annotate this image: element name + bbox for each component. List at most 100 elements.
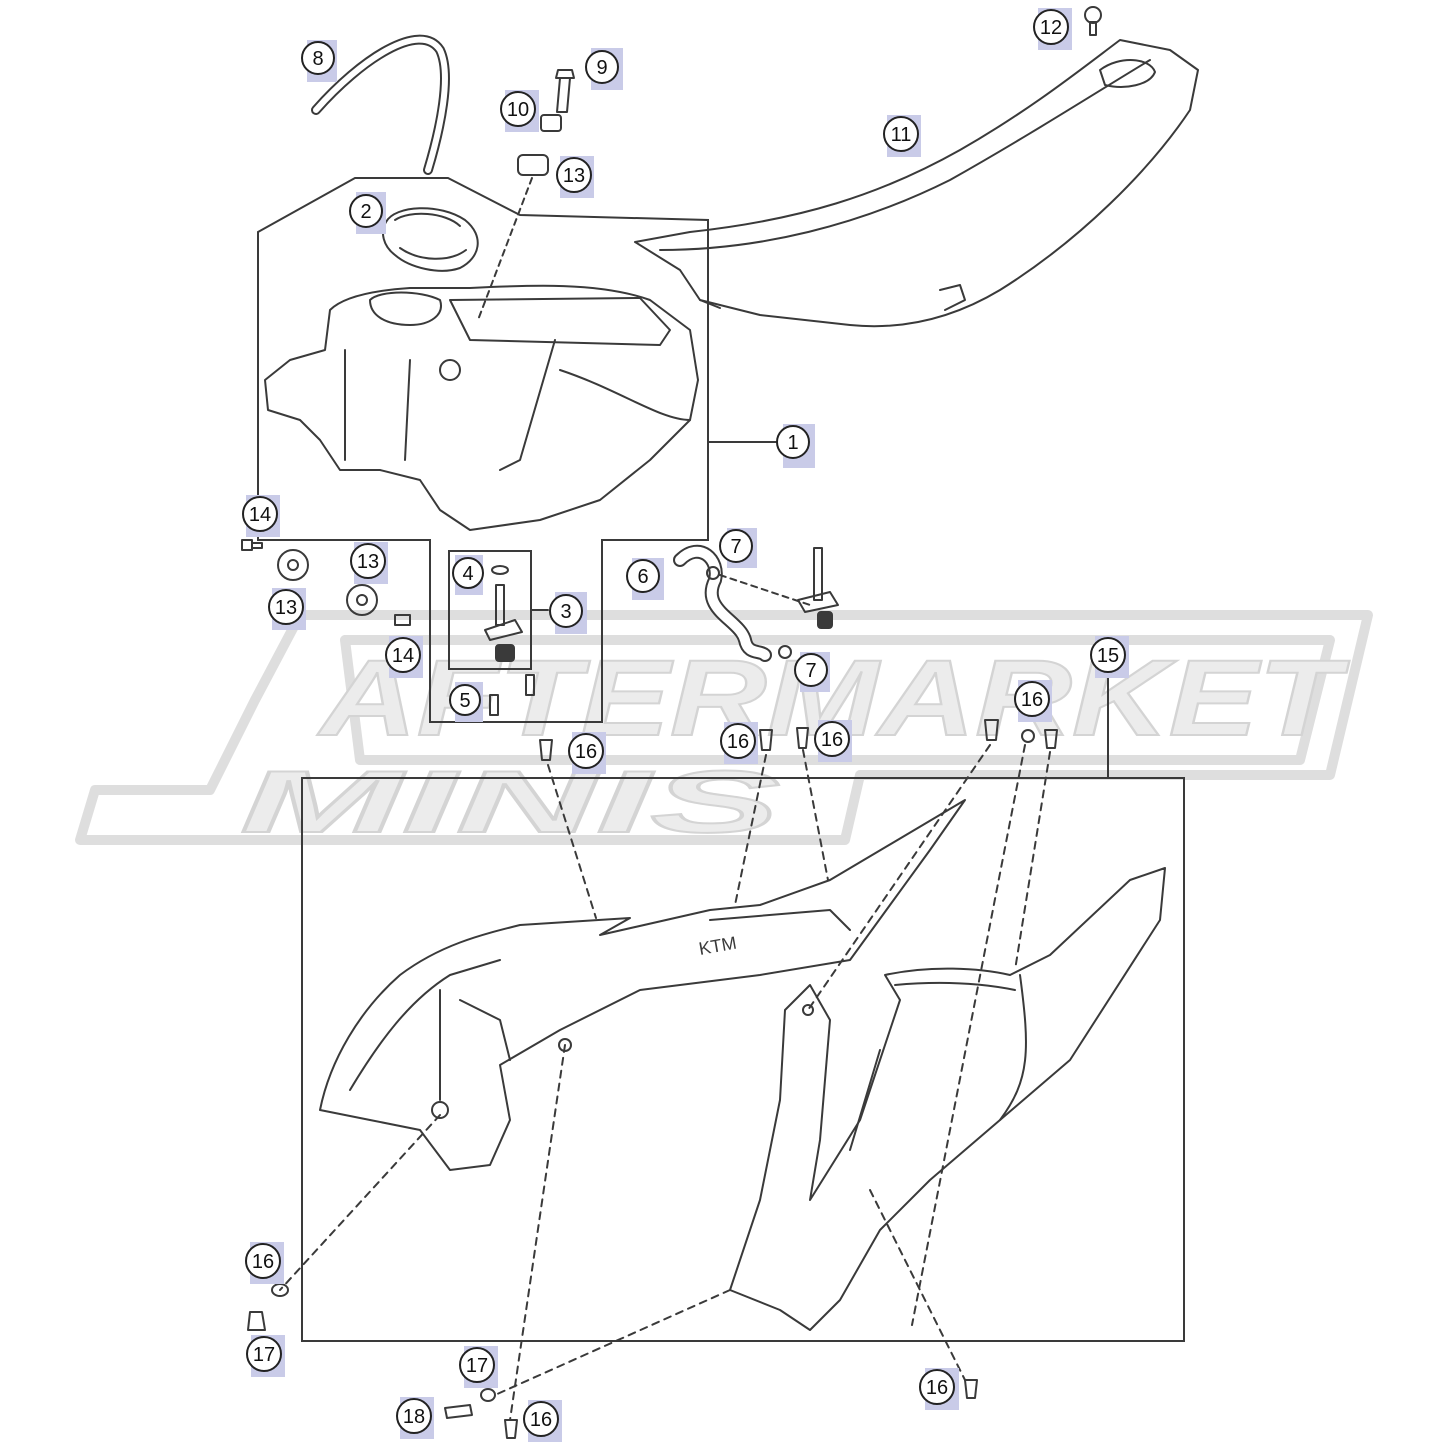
- svg-text:16: 16: [821, 729, 843, 751]
- svg-text:16: 16: [530, 1409, 552, 1431]
- fuel-tank: [264, 284, 699, 531]
- callout-5: 5: [449, 682, 483, 722]
- svg-text:14: 14: [392, 645, 414, 667]
- svg-text:1: 1: [787, 432, 798, 454]
- callout-13-top: 13: [556, 156, 594, 198]
- callout-3: 3: [549, 592, 587, 634]
- callout-10: 10: [500, 90, 539, 132]
- callout-14-left: 14: [242, 495, 280, 537]
- callout-16-c: 16: [814, 720, 852, 762]
- callout-markers: 1 2 3 4 5 6 7 7 8 9 10 11 12 13 13 13 14…: [242, 8, 1129, 1442]
- callout-16-b: 16: [720, 722, 758, 764]
- grommet-left-13b: [346, 584, 378, 616]
- svg-text:17: 17: [466, 1355, 488, 1377]
- callout-8: 8: [301, 40, 337, 82]
- svg-text:2: 2: [360, 201, 371, 223]
- svg-text:6: 6: [637, 566, 648, 588]
- washer-17-bottom: [480, 1388, 496, 1402]
- svg-text:11: 11: [891, 124, 912, 146]
- screw-left-14: [241, 539, 263, 551]
- fuel-hose: [673, 544, 772, 662]
- watermark-line2: MINIS: [240, 752, 780, 851]
- svg-text:7: 7: [805, 660, 816, 682]
- svg-text:7: 7: [730, 536, 741, 558]
- callout-15: 15: [1090, 636, 1129, 678]
- tap-screw-a: [489, 694, 499, 716]
- tap-screw-b: [525, 674, 535, 696]
- svg-text:9: 9: [596, 57, 607, 79]
- callout-1: 1: [776, 424, 815, 468]
- svg-text:12: 12: [1040, 17, 1062, 39]
- svg-text:13: 13: [357, 551, 379, 573]
- svg-text:KTM: KTM: [697, 933, 738, 959]
- spoiler-group-box: [301, 777, 1185, 1342]
- screw-16-c: [796, 727, 809, 749]
- hose-clamp-bottom: [778, 645, 792, 659]
- seat: [634, 39, 1199, 328]
- screw-16-b: [759, 729, 773, 751]
- callout-6: 6: [626, 558, 664, 600]
- watermark: [75, 610, 1373, 845]
- bushing: [540, 114, 562, 132]
- breather-hose: [311, 34, 450, 175]
- fuel-tap: [484, 584, 523, 662]
- svg-text:4: 4: [462, 563, 473, 585]
- callout-11: 11: [883, 115, 921, 157]
- callout-7-top: 7: [719, 528, 757, 568]
- svg-text:5: 5: [459, 690, 470, 712]
- seat-screw: [1084, 6, 1102, 36]
- svg-text:17: 17: [253, 1344, 275, 1366]
- callout-16-f: 16: [523, 1400, 562, 1442]
- mounting-lines: [279, 744, 1051, 1421]
- svg-text:16: 16: [252, 1251, 274, 1273]
- callout-4: 4: [452, 555, 484, 595]
- screw-16-bottom-left: [504, 1419, 518, 1439]
- screw-16-d: [984, 719, 999, 741]
- callout-2: 2: [349, 192, 386, 234]
- svg-text:3: 3: [560, 601, 571, 623]
- svg-text:14: 14: [249, 504, 271, 526]
- svg-text:13: 13: [275, 597, 297, 619]
- right-radiator-spoiler: [729, 867, 1166, 1331]
- screw-16-bottom-right: [964, 1379, 978, 1399]
- leader-lines: [530, 441, 1109, 779]
- callout-18-left: 17: [246, 1335, 285, 1377]
- callout-17-left: 16: [245, 1242, 284, 1284]
- fuel-tap-right: [797, 547, 839, 629]
- grommet-left-13a: [277, 549, 309, 581]
- svg-text:8: 8: [312, 48, 323, 70]
- hose-clamp-top: [706, 566, 720, 580]
- watermark-line1: AFTERMARKET: [316, 637, 1350, 758]
- callout-16-d: 16: [1014, 680, 1052, 722]
- svg-text:16: 16: [926, 1377, 948, 1399]
- rubber-grommet-top: [517, 154, 549, 176]
- o-ring: [491, 565, 509, 575]
- callout-17-bottom: 17: [459, 1346, 498, 1388]
- nut-16-e: [1021, 729, 1035, 743]
- callout-7-bottom: 7: [794, 652, 830, 692]
- callout-13-left: 13: [268, 588, 306, 630]
- screw-right-14: [394, 614, 411, 626]
- callout-12: 12: [1033, 8, 1072, 50]
- svg-text:16: 16: [575, 741, 597, 763]
- left-radiator-spoiler: KTM: [319, 799, 966, 1171]
- screw-16-a: [539, 739, 553, 761]
- fuel-cap: [382, 207, 479, 272]
- screw-18-bottom: [444, 1404, 473, 1419]
- callout-16-e: 16: [919, 1368, 959, 1410]
- vent-screw: [555, 69, 575, 113]
- screw-18-left: [247, 1311, 266, 1331]
- callout-16-a: 16: [568, 732, 606, 774]
- svg-text:18: 18: [403, 1406, 425, 1428]
- svg-text:10: 10: [507, 99, 529, 121]
- svg-text:16: 16: [1021, 689, 1043, 711]
- callout-13-middle: 13: [350, 542, 388, 584]
- callout-14-right: 14: [385, 636, 423, 678]
- svg-text:15: 15: [1097, 645, 1119, 667]
- callout-18-bottom: 18: [396, 1397, 434, 1439]
- screw-16-f: [1044, 729, 1058, 749]
- svg-text:13: 13: [563, 165, 585, 187]
- tank-assembly-outline: [257, 177, 709, 723]
- callout-9: 9: [585, 48, 623, 90]
